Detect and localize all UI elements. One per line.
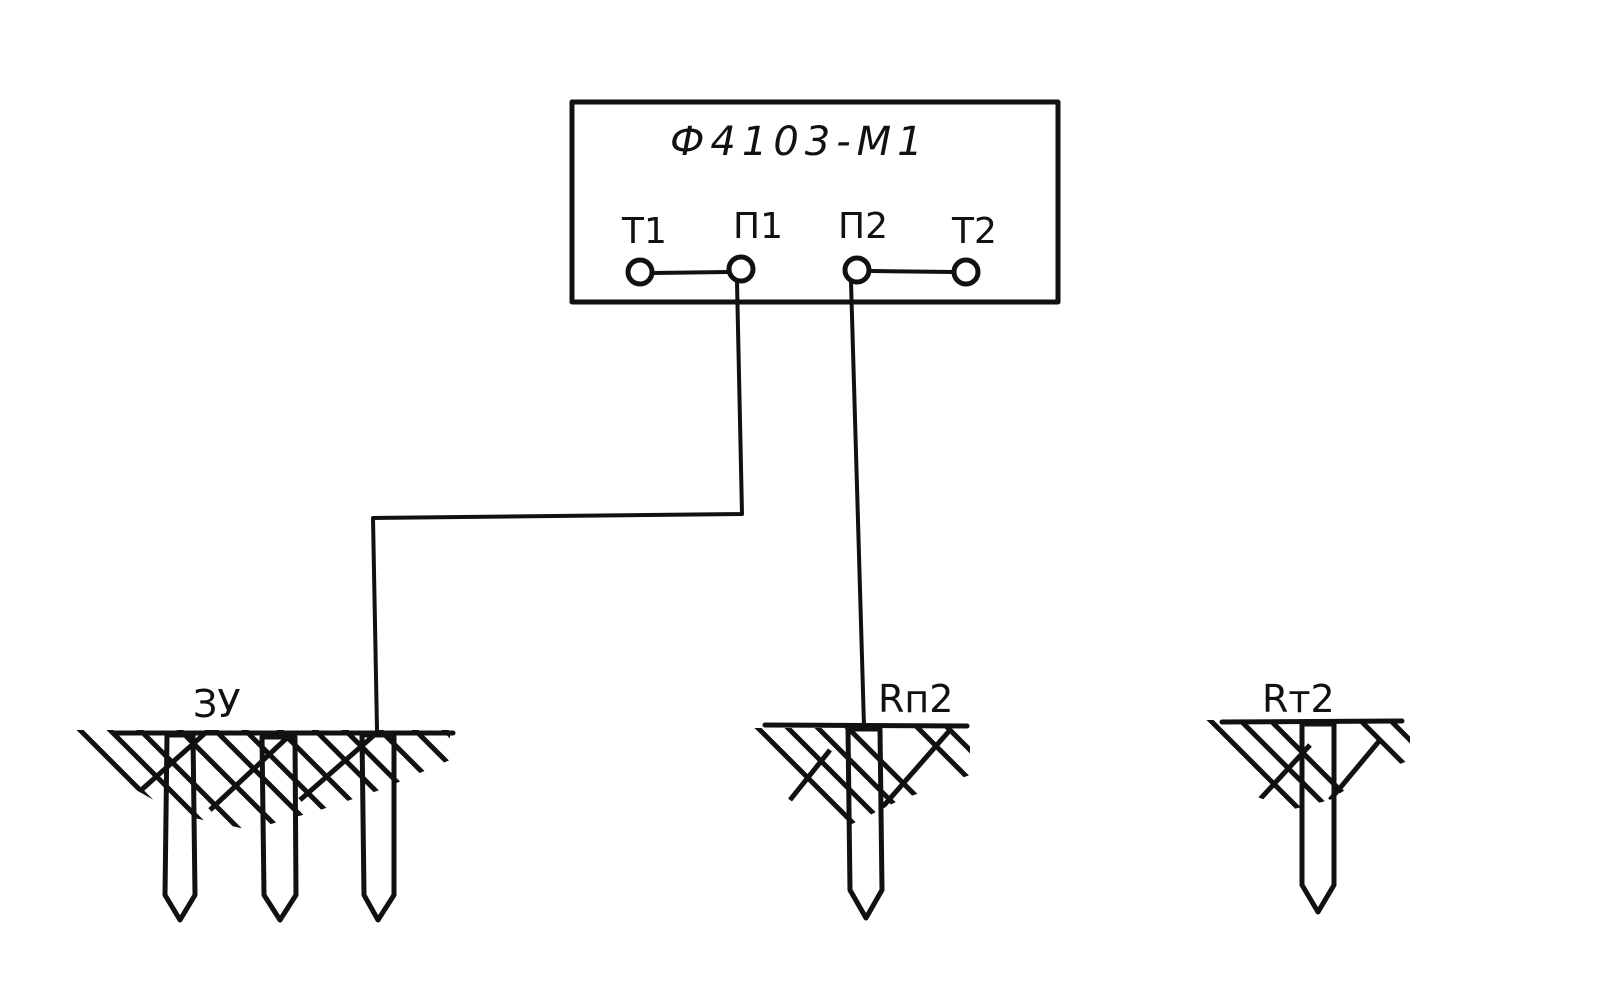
wire-p2-to-rp2: [849, 280, 866, 728]
rod-rp2: [845, 726, 885, 921]
terminal-label-p1: П1: [733, 206, 783, 247]
ground-electrode-zu: ЗУ: [50, 682, 456, 923]
jumper-t1-p1: [651, 270, 730, 275]
device-title: Ф4103-М1: [670, 119, 929, 165]
electrode-label-rp2: Rп2: [878, 677, 953, 721]
device-box: Ф4103-М1 T1 П1 П2 T2: [569, 99, 1061, 305]
rod-zu-1: [162, 732, 198, 923]
soil-hatching-rp2: [730, 728, 970, 830]
jumper-p2-t2: [870, 269, 955, 274]
rod-rt2: [1299, 721, 1337, 915]
ground-surface-rp2: [762, 722, 970, 729]
ground-electrode-rt2: Rт2: [1190, 677, 1410, 915]
ground-electrode-rp2: Rп2: [730, 677, 970, 921]
electrode-label-rt2: Rт2: [1262, 677, 1335, 721]
electrode-label-zu: ЗУ: [193, 682, 241, 726]
terminal-t1: [625, 257, 655, 287]
terminal-p2: [842, 255, 872, 285]
terminal-p1: [726, 254, 756, 284]
terminal-label-t1: T1: [621, 211, 667, 252]
terminal-label-t2: T2: [951, 211, 997, 252]
rod-zu-3: [359, 732, 397, 923]
soil-hatching-zu: [50, 730, 450, 830]
terminal-t2: [951, 257, 981, 287]
wire-p1-to-zu: [371, 280, 744, 732]
rod-zu-2: [259, 734, 299, 923]
terminal-label-p2: П2: [838, 206, 888, 247]
